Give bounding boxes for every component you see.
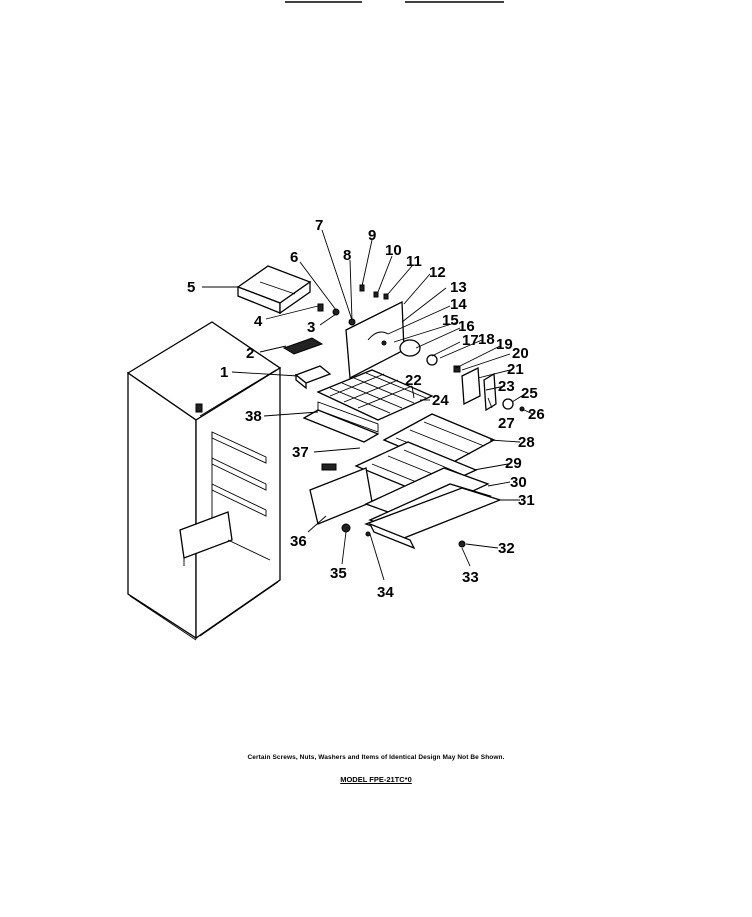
callout-38: 38 (245, 408, 262, 425)
callout-7: 7 (315, 217, 323, 234)
callout-35: 35 (330, 565, 347, 582)
callout-34: 34 (377, 584, 394, 601)
callout-1: 1 (220, 364, 228, 381)
model-number: MODEL FPE-21TC*0 (340, 775, 412, 784)
callout-3: 3 (307, 319, 315, 336)
callout-17: 17 (462, 332, 479, 349)
callout-32: 32 (498, 540, 515, 557)
callout-13: 13 (450, 279, 467, 296)
callout-15: 15 (442, 312, 459, 329)
evaporator-cover-part (317, 284, 405, 380)
fan-motor-part (399, 339, 461, 373)
callout-16: 16 (458, 318, 475, 335)
callout-21: 21 (507, 361, 524, 378)
callout-24: 24 (432, 392, 449, 409)
callout-28: 28 (518, 434, 535, 451)
crisper-drawer-part (309, 463, 502, 550)
callout-25: 25 (521, 385, 538, 402)
callout-9: 9 (368, 227, 376, 244)
callout-23: 23 (498, 378, 515, 395)
leader-lines (202, 229, 534, 581)
callout-4: 4 (254, 313, 263, 330)
bracket-parts (282, 337, 332, 390)
disclaimer-note: Certain Screws, Nuts, Washers and Items … (247, 754, 505, 761)
callout-37: 37 (292, 444, 309, 461)
callout-22: 22 (405, 372, 422, 389)
callout-19: 19 (496, 336, 513, 353)
callout-33: 33 (462, 569, 479, 586)
callout-29: 29 (505, 455, 522, 472)
cabinet-illustration (126, 321, 282, 641)
callout-labels: 1 2 3 4 5 6 7 8 9 10 11 12 13 14 15 16 1… (187, 217, 545, 601)
callout-5: 5 (187, 279, 195, 296)
ice-bin-part (236, 265, 312, 315)
callout-6: 6 (290, 249, 298, 266)
control-housing-part (461, 366, 525, 412)
callout-8: 8 (343, 247, 351, 264)
callout-20: 20 (512, 345, 529, 362)
callout-36: 36 (290, 533, 307, 550)
callout-11: 11 (406, 253, 422, 270)
callout-18: 18 (478, 331, 495, 348)
callout-14: 14 (450, 296, 467, 313)
callout-10: 10 (385, 242, 402, 259)
callout-2: 2 (246, 345, 254, 362)
callout-26: 26 (528, 406, 545, 423)
callout-30: 30 (510, 474, 527, 491)
callout-31: 31 (518, 492, 535, 509)
callout-27: 27 (498, 415, 515, 432)
callout-12: 12 (429, 264, 446, 281)
